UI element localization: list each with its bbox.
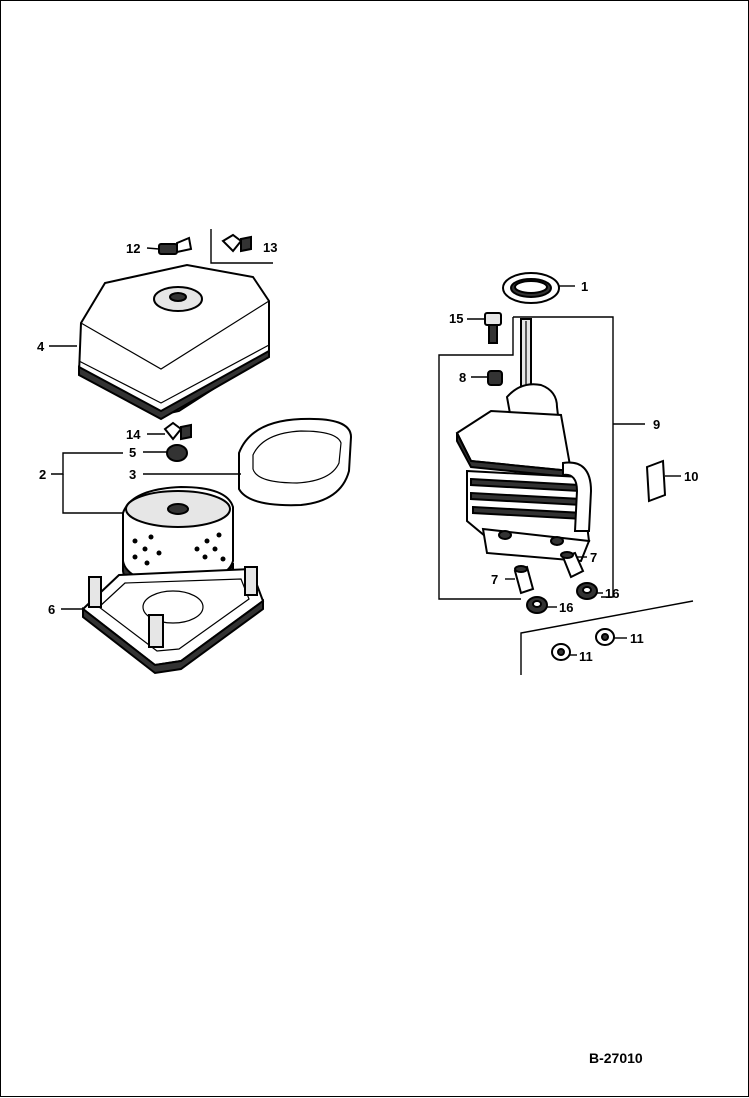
outer-element-3 bbox=[238, 417, 353, 507]
callout-4: 4 bbox=[37, 339, 45, 354]
left-leader-lines bbox=[49, 247, 241, 610]
callout-13: 13 bbox=[263, 240, 277, 255]
callout-15: 15 bbox=[449, 311, 463, 326]
callout-16-left: 16 bbox=[559, 600, 573, 615]
callout-7-left: 7 bbox=[491, 572, 498, 587]
boot-ring-1 bbox=[502, 272, 560, 304]
callout-7-right: 7 bbox=[590, 550, 597, 565]
callout-11-left: 11 bbox=[579, 649, 593, 664]
callout-9: 9 bbox=[653, 417, 660, 432]
wing-nut-12 bbox=[158, 236, 193, 255]
wing-nut-13 bbox=[210, 229, 273, 264]
callout-16-right: 16 bbox=[605, 586, 619, 601]
nut-11-left bbox=[551, 643, 571, 661]
right-leader-lines bbox=[438, 285, 694, 675]
callout-5: 5 bbox=[129, 445, 136, 460]
wing-nut-14 bbox=[163, 421, 192, 441]
nut-16-left bbox=[526, 596, 548, 614]
nut-5 bbox=[166, 444, 188, 462]
nut-11-right bbox=[595, 628, 615, 646]
pin-7-right bbox=[560, 551, 585, 579]
callout-12: 12 bbox=[126, 241, 140, 256]
label-plate-10 bbox=[645, 459, 667, 503]
nut-16-right bbox=[576, 582, 598, 600]
drawing-code: B-27010 bbox=[589, 1050, 643, 1066]
callout-8: 8 bbox=[459, 370, 466, 385]
pin-7-left bbox=[513, 565, 535, 595]
control-valve-9 bbox=[455, 318, 593, 563]
callout-3: 3 bbox=[129, 467, 136, 482]
base-tray-6 bbox=[81, 566, 265, 675]
callout-2: 2 bbox=[39, 467, 46, 482]
callout-10: 10 bbox=[684, 469, 698, 484]
callout-1: 1 bbox=[581, 279, 588, 294]
bushing-8 bbox=[487, 370, 503, 386]
callout-labels: 1 2 3 4 5 6 7 7 8 9 10 11 11 12 13 14 15… bbox=[37, 240, 698, 664]
callout-11-right: 11 bbox=[630, 631, 644, 646]
air-cleaner-cover-4 bbox=[77, 263, 270, 421]
callout-14: 14 bbox=[126, 427, 141, 442]
callout-6: 6 bbox=[48, 602, 55, 617]
bolt-15 bbox=[484, 312, 502, 344]
